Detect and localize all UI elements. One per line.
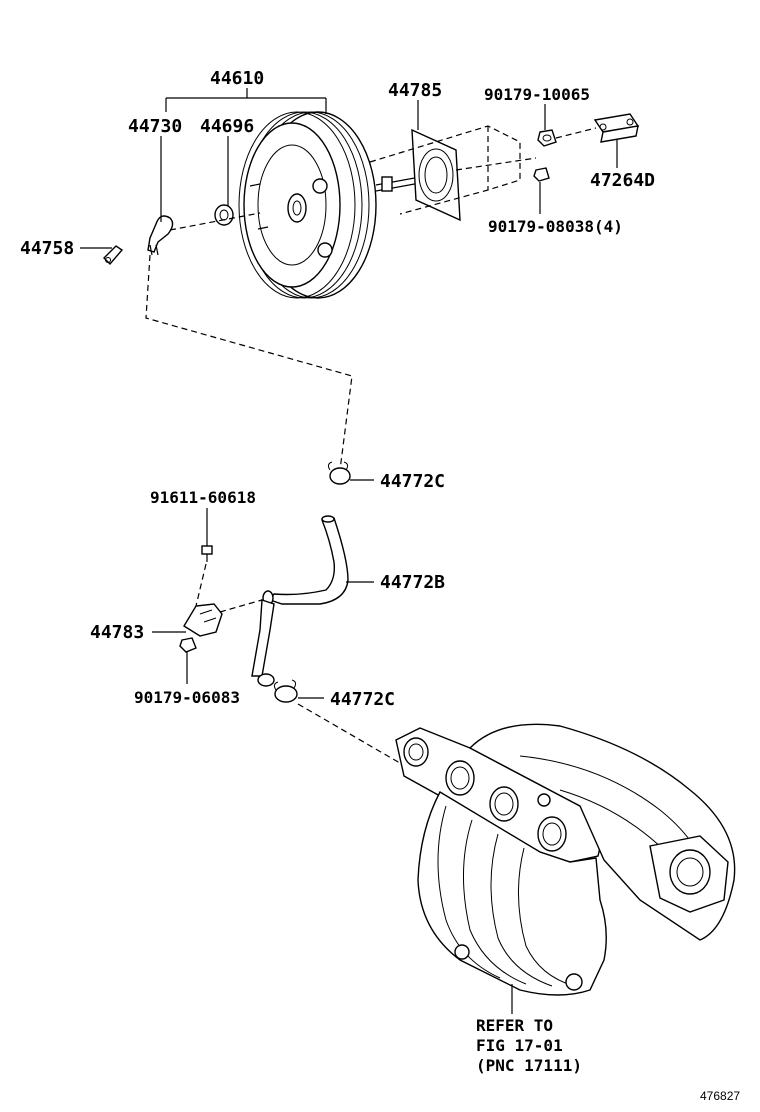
intake-manifold[interactable] [395, 723, 736, 996]
hose-clamp-lower[interactable] [273, 679, 298, 703]
label-44610: 44610 [210, 68, 264, 89]
illustration-id: 476827 [700, 1089, 740, 1103]
hose-clamp-upper[interactable] [327, 461, 351, 485]
label-44772B: 44772B [380, 572, 445, 593]
nut-90179-08038[interactable] [533, 167, 550, 182]
nut-90179-10065[interactable] [537, 129, 557, 147]
refer-text-line1: REFER TO [476, 1016, 553, 1035]
grommet-44696[interactable] [214, 204, 234, 226]
check-valve-44730[interactable] [147, 215, 174, 256]
push-rod-clevis[interactable] [593, 113, 640, 143]
nut-90179-06083[interactable] [179, 637, 197, 653]
label-44772C-top: 44772C [380, 471, 445, 492]
label-44696: 44696 [200, 116, 254, 137]
label-90179-10065: 90179-10065 [484, 85, 590, 104]
label-44772C-bottom: 44772C [330, 689, 395, 710]
label-90179-06083: 90179-06083 [134, 688, 240, 707]
clip-44758[interactable] [103, 245, 124, 266]
bolt-91611-60618[interactable] [201, 545, 213, 562]
label-91611-60618: 91611-60618 [150, 488, 256, 507]
label-44758: 44758 [20, 238, 74, 259]
brake-booster[interactable] [238, 111, 421, 299]
refer-text-line3: (PNC 17111) [476, 1056, 582, 1075]
label-44785: 44785 [388, 80, 442, 101]
label-44783: 44783 [90, 622, 144, 643]
label-90179-08038: 90179-08038(4) [488, 217, 623, 236]
booster-gasket[interactable] [411, 128, 461, 222]
vacuum-hose-44772B[interactable] [251, 515, 349, 687]
refer-text-line2: FIG 17-01 [476, 1036, 563, 1055]
label-47264D: 47264D [590, 170, 655, 191]
label-44730: 44730 [128, 116, 182, 137]
hose-bracket-44783[interactable] [183, 603, 223, 637]
